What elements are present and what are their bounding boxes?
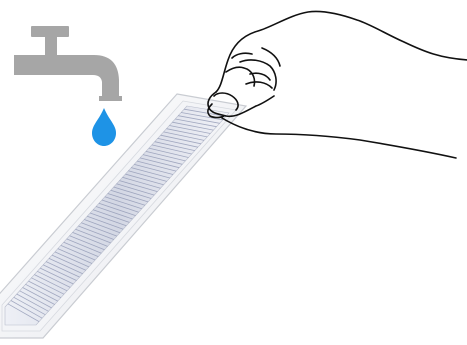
filter-cartridge — [0, 94, 246, 338]
faucet-icon — [14, 26, 122, 101]
hand-outline — [208, 11, 467, 158]
water-drop-icon — [92, 108, 116, 146]
